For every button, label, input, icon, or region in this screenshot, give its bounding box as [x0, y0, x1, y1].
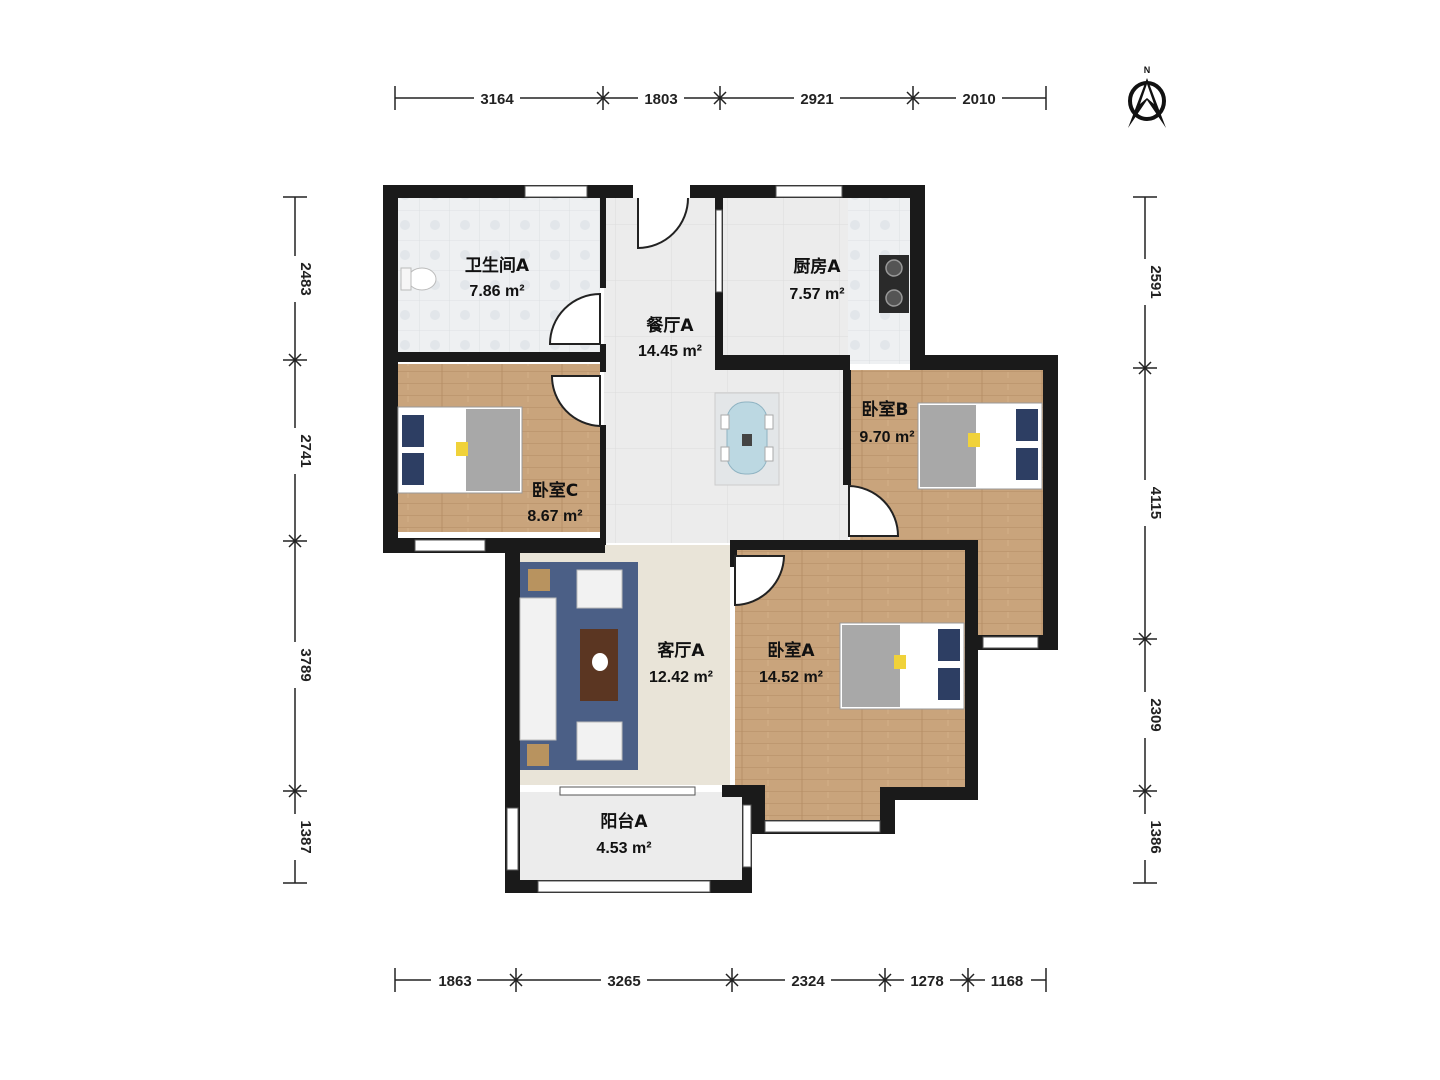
north-arrow-icon: N [1128, 65, 1166, 128]
window-balcony-bottom [537, 880, 711, 893]
dim-top-3: 2921 [800, 91, 833, 108]
room-name-dining-a: 餐厅A [646, 315, 694, 336]
doors [548, 197, 900, 607]
window-kitchen [775, 185, 843, 198]
door-bathroom [548, 292, 601, 345]
dim-left-2: 2741 [297, 434, 314, 467]
stove-icon [879, 255, 909, 313]
window-balcony-left [506, 807, 519, 871]
dim-right-4: 1386 [1147, 820, 1164, 853]
dim-left-1: 2483 [297, 262, 314, 295]
room-name-bedroom-b: 卧室B [862, 399, 909, 420]
room-name-bathroom-a: 卫生间A [465, 255, 530, 276]
dim-bottom-2: 3265 [607, 973, 640, 990]
dim-bottom-3: 2324 [791, 973, 825, 990]
window-balcony-right [742, 804, 752, 868]
door-entrance [637, 197, 689, 250]
dimension-labels: 3164 1803 2921 2010 1863 3265 2324 1278 … [285, 88, 1164, 990]
dimensions-right [1133, 196, 1157, 884]
dim-bottom-1: 1863 [438, 973, 471, 990]
room-area-bedroom-c: 8.67 m² [527, 508, 582, 525]
bed-icon [839, 622, 965, 710]
dim-right-2: 4115 [1147, 487, 1164, 520]
room-name-kitchen-a: 厨房A [793, 256, 841, 277]
dimensions-left [283, 196, 307, 884]
sofa-set-icon [519, 562, 638, 770]
sliding-door-kitchen [715, 209, 723, 293]
room-area-bedroom-a: 14.52 m² [759, 669, 823, 686]
room-name-living-a: 客厅A [656, 640, 705, 661]
room-area-dining-a: 14.45 m² [638, 343, 702, 360]
toilet-icon [400, 267, 437, 291]
room-name-bedroom-a: 卧室A [767, 640, 815, 661]
door-bedroom-c [550, 375, 601, 428]
room-area-kitchen-a: 7.57 m² [789, 286, 844, 303]
dim-right-1: 2591 [1147, 265, 1164, 298]
dim-top-4: 2010 [962, 91, 995, 108]
room-name-balcony-a: 阳台A [600, 811, 648, 832]
room-name-bedroom-c: 卧室C [532, 480, 578, 501]
windows [414, 185, 1039, 893]
bed-icon [397, 406, 523, 494]
dim-top-2: 1803 [644, 91, 677, 108]
dim-bottom-5: 1168 [991, 973, 1024, 990]
furniture [397, 255, 1043, 770]
dim-right-3: 2309 [1147, 698, 1164, 731]
room-area-balcony-a: 4.53 m² [596, 840, 651, 857]
dim-top-1: 3164 [480, 91, 514, 108]
dining-table-icon [714, 392, 780, 486]
dim-left-4: 1387 [297, 820, 314, 853]
window-bedroom-a [764, 820, 881, 833]
room-labels: 卫生间A 7.86 m² 餐厅A 14.45 m² 厨房A 7.57 m² 卧室… [465, 255, 915, 857]
door-bedroom-a [734, 555, 786, 607]
sliding-door-balcony [559, 786, 696, 796]
room-area-bedroom-b: 9.70 m² [859, 429, 914, 446]
room-area-living-a: 12.42 m² [649, 669, 713, 686]
window-bedroom-c [414, 539, 486, 552]
floor-balcony-a [520, 792, 742, 880]
dim-left-3: 3789 [297, 648, 314, 681]
bed-icon [917, 402, 1043, 490]
window-bathroom [524, 185, 588, 198]
dim-bottom-4: 1278 [910, 973, 943, 990]
window-bedroom-b [982, 636, 1039, 649]
north-label: N [1144, 65, 1151, 75]
floor-dining-a [604, 198, 848, 543]
room-area-bathroom-a: 7.86 m² [469, 283, 524, 300]
door-bedroom-b [848, 484, 900, 537]
